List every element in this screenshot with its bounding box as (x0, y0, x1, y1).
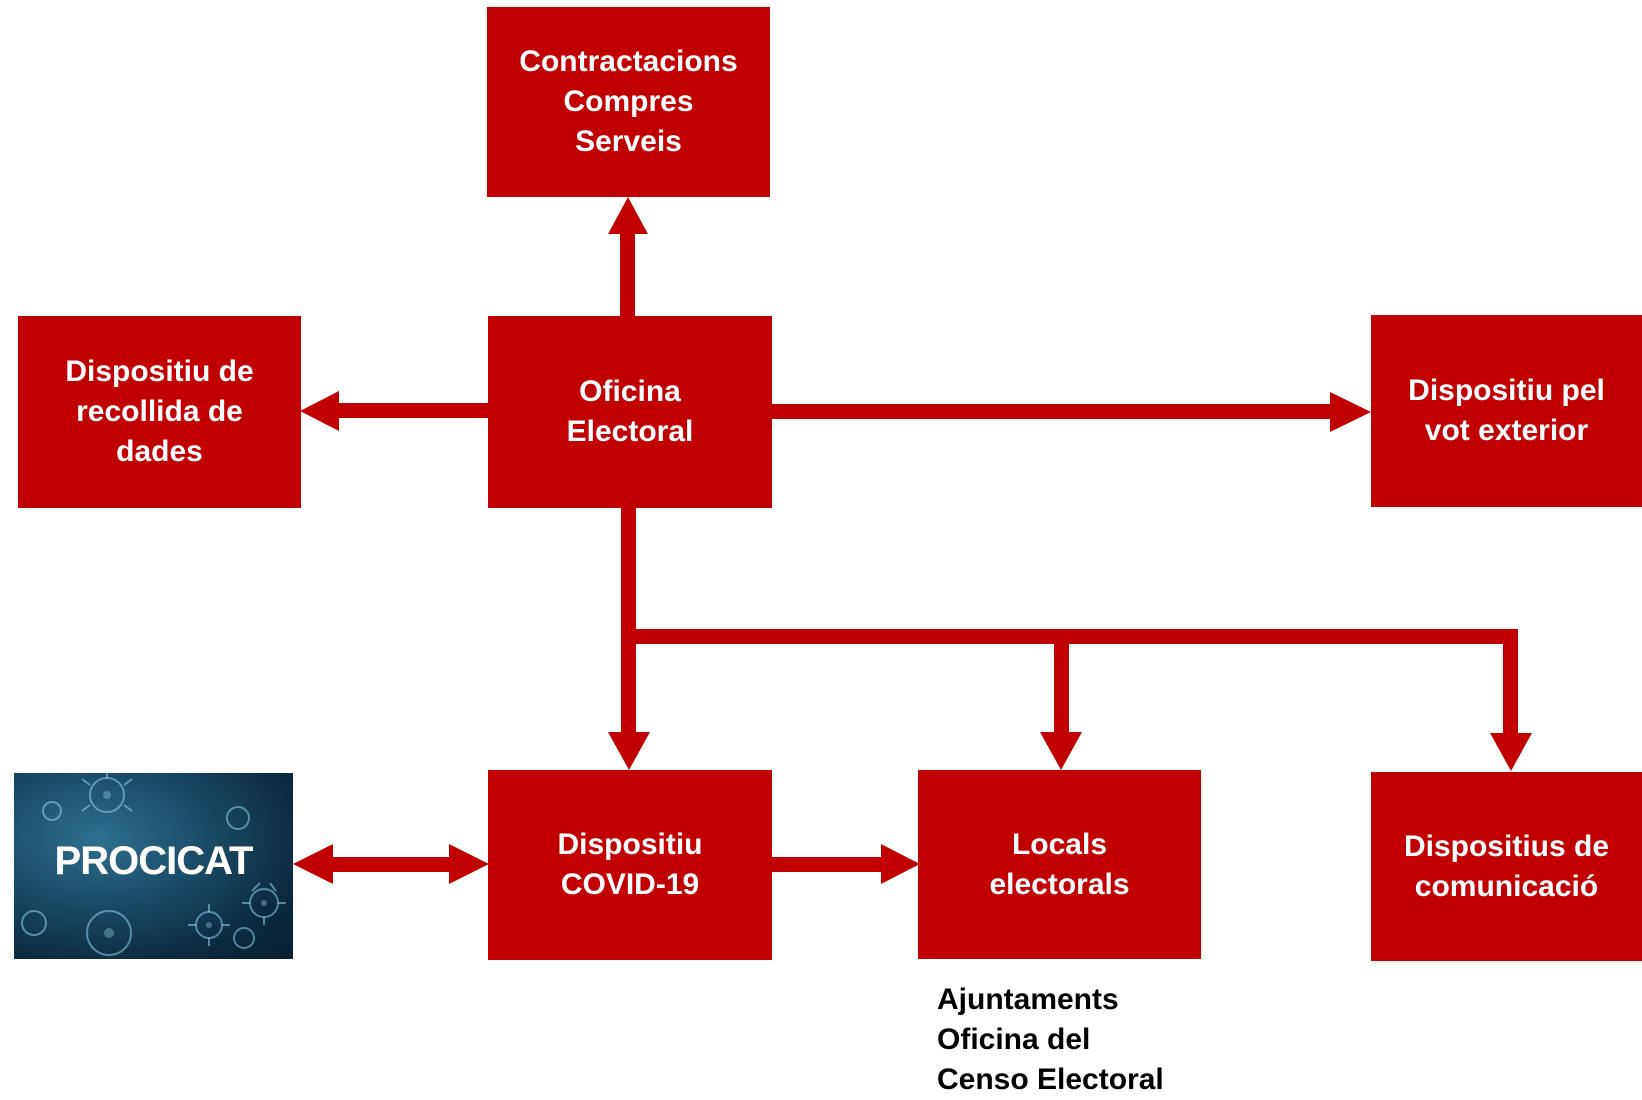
arrowhead-covid (608, 732, 650, 770)
node-comunicacio-line-1: Dispositius de (1403, 829, 1610, 863)
node-dispositiu-covid: Dispositiu COVID-19 (488, 770, 772, 960)
procicat-label: PROCICAT (54, 839, 254, 883)
node-recollida-line-2: recollida de (76, 395, 243, 428)
virus-illustration (21, 773, 286, 956)
node-contractacions: Contractacions Compres Serveis (487, 7, 770, 197)
arrow-oficina-to-contractacions (620, 232, 635, 316)
arrowhead-covid-left (449, 844, 489, 884)
node-recollida-line-1: Dispositiu de (65, 355, 254, 388)
connector-branch-horizontal (621, 629, 1518, 644)
node-covid-line-2: COVID-19 (560, 868, 700, 901)
locals-note-line-3: Censo Electoral (937, 1063, 1164, 1096)
node-contractacions-line-1: Contractacions (519, 45, 738, 78)
arrowhead-comunicacio (1490, 733, 1532, 771)
node-recollida-dades: Dispositiu de recollida de dades (18, 316, 301, 508)
node-locals-line-2: electorals (989, 867, 1130, 901)
node-locals-line-1: Locals (1011, 827, 1108, 861)
node-vot-exterior-line-1: Dispositiu pel (1408, 374, 1605, 407)
node-oficina-electoral: Oficina Electoral (488, 316, 772, 508)
node-oficina-line-1: Oficina (579, 375, 681, 408)
arrow-oficina-to-recollida (336, 403, 488, 418)
node-contractacions-line-2: Compres (563, 85, 694, 118)
node-locals-electorals: Locals electorals (918, 770, 1201, 959)
locals-note-line-1: Ajuntaments (937, 983, 1119, 1016)
node-vot-exterior: Dispositiu pel vot exterior (1371, 315, 1642, 507)
node-dispositius-comunicacio: Dispositius de comunicació (1371, 772, 1642, 961)
arrow-oficina-to-vot-exterior (771, 404, 1333, 419)
arrowhead-procicat (293, 844, 333, 884)
arrowhead-vot-exterior (1330, 392, 1371, 432)
node-vot-exterior-line-2: vot exterior (1424, 414, 1589, 447)
connector-trunk-down (621, 507, 636, 735)
arrow-procicat-covid (330, 857, 454, 872)
connector-branch-comunicacio (1503, 629, 1518, 734)
node-oficina-line-2: Electoral (566, 415, 694, 448)
arrowhead-covid-to-locals (881, 844, 920, 884)
arrow-covid-to-locals (770, 857, 886, 872)
arrowhead-locals (1040, 732, 1082, 770)
node-covid-line-1: Dispositiu (557, 828, 703, 861)
locals-note-line-2: Oficina del (937, 1023, 1091, 1056)
node-recollida-line-3: dades (116, 435, 203, 468)
node-comunicacio-line-2: comunicació (1414, 869, 1599, 903)
connector-branch-locals (1054, 629, 1069, 734)
locals-note: Ajuntaments Oficina del Censo Electoral (937, 980, 1164, 1100)
procicat-image: PROCICAT (14, 773, 293, 959)
arrowhead-recollida (300, 391, 339, 431)
arrowhead-contractacions (608, 197, 648, 234)
node-contractacions-line-3: Serveis (575, 125, 682, 158)
